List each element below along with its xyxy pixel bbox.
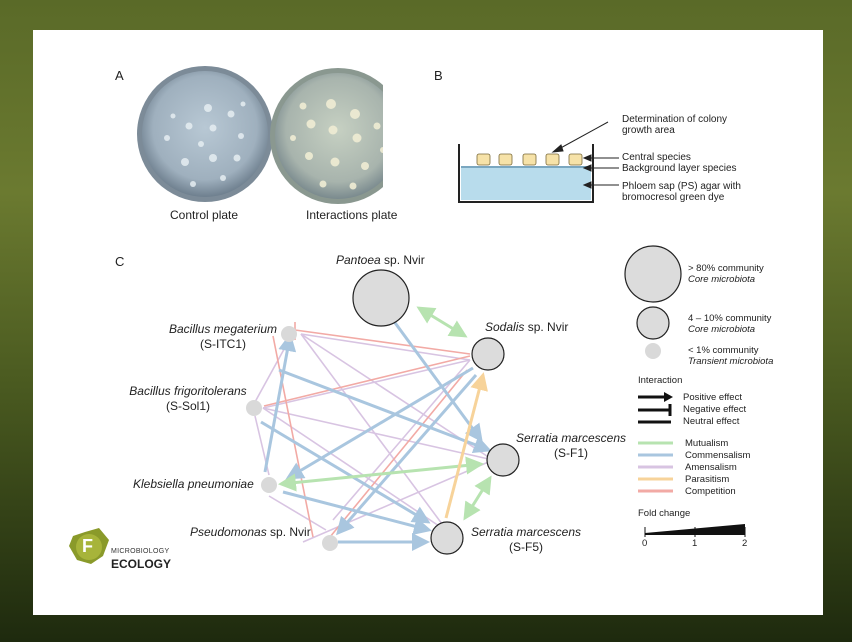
- label-sodalis: Sodalis sp. Nvir: [485, 320, 568, 335]
- label-klebsiella: Klebsiella pneumoniae: [133, 477, 254, 492]
- label-bfri-strain: (S-Sol1): [165, 399, 210, 413]
- legend-parasitism: Parasitism: [685, 474, 730, 485]
- legend-size-large: [624, 245, 682, 303]
- legend-size-small-sub: Transient microbiota: [688, 356, 774, 367]
- legend-mutualism: Mutualism: [685, 438, 729, 449]
- control-plate-label: Control plate: [170, 208, 239, 222]
- legend-effects: [638, 392, 673, 424]
- legend-size-small-label: < 1% community Transient microbiota: [688, 345, 773, 367]
- label-background-species: Background layer species: [622, 163, 737, 174]
- panel-letter-b: B: [434, 68, 443, 83]
- legend-interaction-title: Interaction: [638, 375, 683, 386]
- parasitism-edges: [444, 372, 488, 519]
- label-pseudomonas: Pseudomonas sp. Nvir: [190, 525, 311, 540]
- label-colony-line2: growth area: [622, 125, 675, 136]
- label-central-species: Central species: [622, 152, 691, 163]
- node-pseudomonas[interactable]: [322, 535, 338, 551]
- legend-size-small: [645, 343, 661, 359]
- logo-mark: [69, 528, 109, 564]
- node-serratia-sf1[interactable]: [486, 443, 520, 477]
- label-colony-area: Determination of colony growth area: [622, 114, 727, 136]
- label-bmeg-strain: (S-ITC1): [200, 337, 246, 351]
- label-bfri-name: Bacillus frigoritolerans: [129, 384, 247, 398]
- node-pantoea[interactable]: [352, 269, 410, 327]
- label-serratia-sf1: Serratia marcescens (S-F1): [511, 431, 631, 461]
- label-kleb-name: Klebsiella pneumoniae: [133, 477, 254, 491]
- label-sf1-name: Serratia marcescens: [515, 431, 627, 445]
- legend-size-large-label: > 80% community Core microbiota: [688, 263, 764, 285]
- label-pantoea-suffix: sp. Nvir: [380, 253, 425, 267]
- fold-change-scale: [644, 524, 746, 537]
- legend-fold-title: Fold change: [638, 508, 691, 519]
- legend-size-small-text: < 1% community: [688, 345, 759, 356]
- legend-size-mid-text: 4 – 10% community: [688, 313, 772, 324]
- legend-commensalism: Commensalism: [685, 450, 751, 461]
- legend-size-large-sub: Core microbiota: [688, 274, 756, 285]
- node-klebsiella[interactable]: [261, 477, 277, 493]
- label-pseu-name: Pseudomonas: [190, 525, 267, 539]
- interactions-plate: [270, 68, 383, 204]
- mutualism-edges: [278, 306, 492, 521]
- petri-dishes: [137, 66, 383, 204]
- figure-card: A B C: [33, 30, 823, 615]
- legend-amensalism: Amensalism: [685, 462, 737, 473]
- logo-line2: ECOLOGY: [111, 557, 172, 571]
- node-sodalis[interactable]: [471, 337, 505, 371]
- panel-letter-a: A: [115, 68, 124, 83]
- legend-type-lines: [638, 441, 673, 493]
- label-ps-line2: bromocresol green dye: [622, 192, 725, 203]
- legend-negative: Negative effect: [683, 404, 747, 415]
- label-serratia-sf5: Serratia marcescens (S-F5): [466, 525, 586, 555]
- logo-line1: MICROBIOLOGY: [111, 548, 170, 555]
- legend-competition: Competition: [685, 486, 736, 497]
- legend-size-mid-label: 4 – 10% community Core microbiota: [688, 313, 771, 335]
- label-sf1-strain: (S-F1): [554, 446, 588, 460]
- label-pseu-suffix: sp. Nvir: [266, 525, 311, 539]
- fold-tick-2: 2: [742, 538, 748, 549]
- label-colony-line1: Determination of colony: [622, 114, 728, 125]
- label-sf5-name: Serratia marcescens: [470, 525, 582, 539]
- label-sodalis-suffix: sp. Nvir: [524, 320, 569, 334]
- node-bacillus-frigoritolerans[interactable]: [246, 400, 262, 416]
- label-sodalis-name: Sodalis: [485, 320, 525, 334]
- node-serratia-sf5[interactable]: [430, 521, 464, 555]
- label-bacillus-megaterium: Bacillus megaterium (S-ITC1): [161, 322, 285, 352]
- logo-letter: F: [82, 536, 93, 556]
- control-plate: [137, 66, 273, 202]
- node-bacillus-megaterium[interactable]: [281, 326, 297, 342]
- central-colonies: [476, 153, 583, 166]
- legend-positive: Positive effect: [683, 392, 742, 403]
- label-ps-agar: Phloem sap (PS) agar with bromocresol gr…: [622, 181, 741, 203]
- plate-schematic: [458, 121, 619, 203]
- fold-tick-0: 0: [642, 538, 648, 549]
- label-bmeg-name: Bacillus megaterium: [168, 322, 278, 336]
- legend-size-large-text: > 80% community: [688, 263, 764, 274]
- legend-size-mid: [636, 306, 670, 340]
- commensalism-edges: [260, 319, 492, 551]
- label-sf5-strain: (S-F5): [509, 540, 543, 554]
- panel-letter-c: C: [115, 254, 125, 269]
- label-ps-line1: Phloem sap (PS) agar with: [622, 181, 741, 192]
- label-pantoea: Pantoea sp. Nvir: [336, 253, 425, 268]
- label-bacillus-frigoritolerans: Bacillus frigoritolerans (S-Sol1): [121, 384, 255, 414]
- interaction-network: [69, 245, 746, 564]
- interactions-plate-label: Interactions plate: [306, 208, 398, 222]
- fold-tick-1: 1: [692, 538, 698, 549]
- legend-neutral: Neutral effect: [683, 416, 740, 427]
- label-pantoea-name: Pantoea: [336, 253, 381, 267]
- legend-size-mid-sub: Core microbiota: [688, 324, 756, 335]
